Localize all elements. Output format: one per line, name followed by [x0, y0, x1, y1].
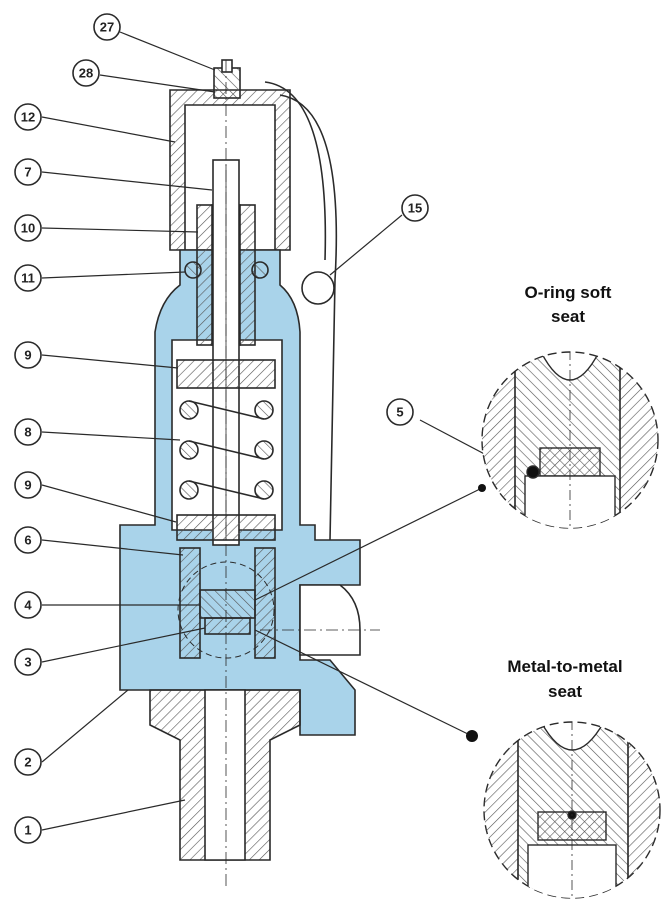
callout-4-bubble [14, 591, 42, 619]
leader-lines [41, 31, 531, 831]
callout-9a-bubble [14, 341, 42, 369]
callout-1: 1 [24, 823, 31, 838]
callout-3-bubble [14, 648, 42, 676]
callout-2: 2 [24, 755, 31, 770]
callout-1-bubble [14, 816, 42, 844]
valve-body [119, 59, 380, 890]
callout-bubbles [14, 13, 429, 844]
metal-title-line1: Metal-to-metal [507, 657, 622, 676]
callout-11: 11 [21, 271, 35, 286]
callout-15: 15 [408, 201, 422, 216]
metal-detail [483, 721, 661, 899]
callout-2-bubble [14, 748, 42, 776]
callout-27-bubble [93, 13, 121, 41]
callout-3: 3 [24, 655, 31, 670]
oring-detail [481, 351, 659, 529]
callout-5-bubble [386, 398, 414, 426]
oring-title-line1: O-ring soft [525, 283, 612, 302]
callout-8: 8 [24, 425, 31, 440]
callout-10-bubble [14, 214, 42, 242]
callout-6: 6 [24, 533, 31, 548]
callout-12: 12 [21, 110, 35, 125]
callout-4: 4 [24, 598, 32, 613]
callout-28-bubble [72, 59, 100, 87]
callout-7: 7 [24, 165, 31, 180]
callout-7-bubble [14, 158, 42, 186]
callout-8-bubble [14, 418, 42, 446]
callout-9b-bubble [14, 471, 42, 499]
callout-27: 27 [100, 20, 114, 35]
callout-11-bubble [14, 264, 42, 292]
callout-12-bubble [14, 103, 42, 131]
metal-title-line2: seat [548, 682, 582, 701]
callout-28: 28 [79, 66, 93, 81]
callout-6-bubble [14, 526, 42, 554]
oring-title-line2: seat [551, 307, 585, 326]
callout-9-upper: 9 [24, 348, 31, 363]
callout-5: 5 [396, 405, 403, 420]
callout-15-bubble [401, 194, 429, 222]
callout-9-lower: 9 [24, 478, 31, 493]
callout-10: 10 [21, 221, 35, 236]
